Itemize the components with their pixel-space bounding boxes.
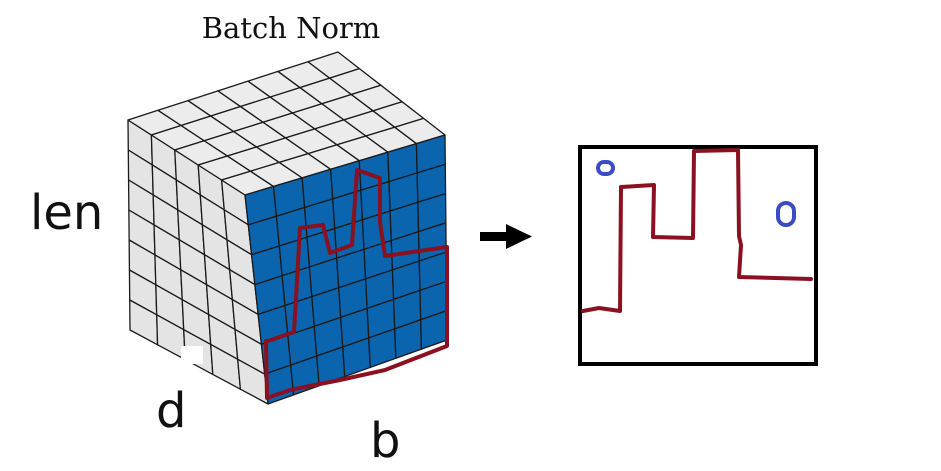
plot-marker-right <box>776 201 796 227</box>
cube-notch <box>181 346 203 364</box>
plot-frame <box>578 145 818 366</box>
plot-marker-left <box>596 160 615 176</box>
axis-label-b: b <box>370 413 400 469</box>
normalized-plot <box>578 145 818 366</box>
axis-label-d: d <box>156 383 186 439</box>
diagram-title: Batch Norm <box>202 11 381 45</box>
plot-curve <box>581 148 813 313</box>
data-cube <box>127 51 449 405</box>
axis-label-len: len <box>30 185 103 241</box>
cube-side-face <box>127 119 269 405</box>
arrow-right-icon <box>480 224 532 249</box>
cube-highlight-outline <box>264 168 449 400</box>
cube-front-face <box>244 134 448 405</box>
